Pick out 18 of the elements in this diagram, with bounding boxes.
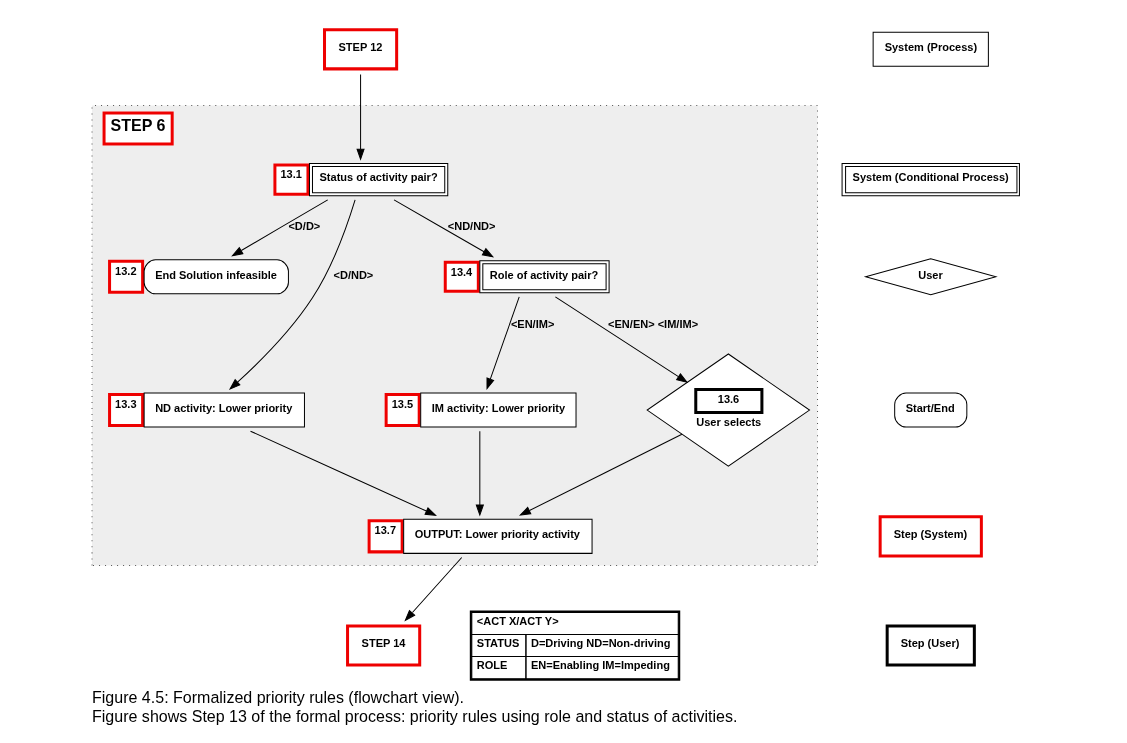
legend-label: Step (User) xyxy=(900,637,959,650)
edge-label: <D/ND> xyxy=(333,268,373,281)
legend-label: System (Process) xyxy=(884,41,977,54)
legend-label: Start/End xyxy=(905,401,955,414)
legend-label: User xyxy=(917,268,943,281)
label: ROLE xyxy=(476,659,507,672)
diagram-title: Figure 4.5: Formalized priority rules (flowchart view). xyxy=(91,688,464,707)
label: STATUS xyxy=(476,637,519,650)
edge-label: <EN/IM> xyxy=(510,317,554,330)
label: <ACT X/ACT Y> xyxy=(476,615,559,628)
caption: Figure shows Step 13 of the formal process: priority rules using role and status of activities. xyxy=(91,706,737,725)
edge-label: <ND/ND> xyxy=(447,219,496,232)
edge-label: <D/D> xyxy=(287,219,320,232)
edge-label: <EN/EN> <IM/IM> xyxy=(607,317,698,330)
label: D=Driving ND=Non-driving xyxy=(530,637,670,650)
label: EN=Enabling IM=Impeding xyxy=(530,659,670,672)
legend-label: System (Conditional Process) xyxy=(852,171,1009,184)
legend-label: Step (System) xyxy=(893,528,967,541)
